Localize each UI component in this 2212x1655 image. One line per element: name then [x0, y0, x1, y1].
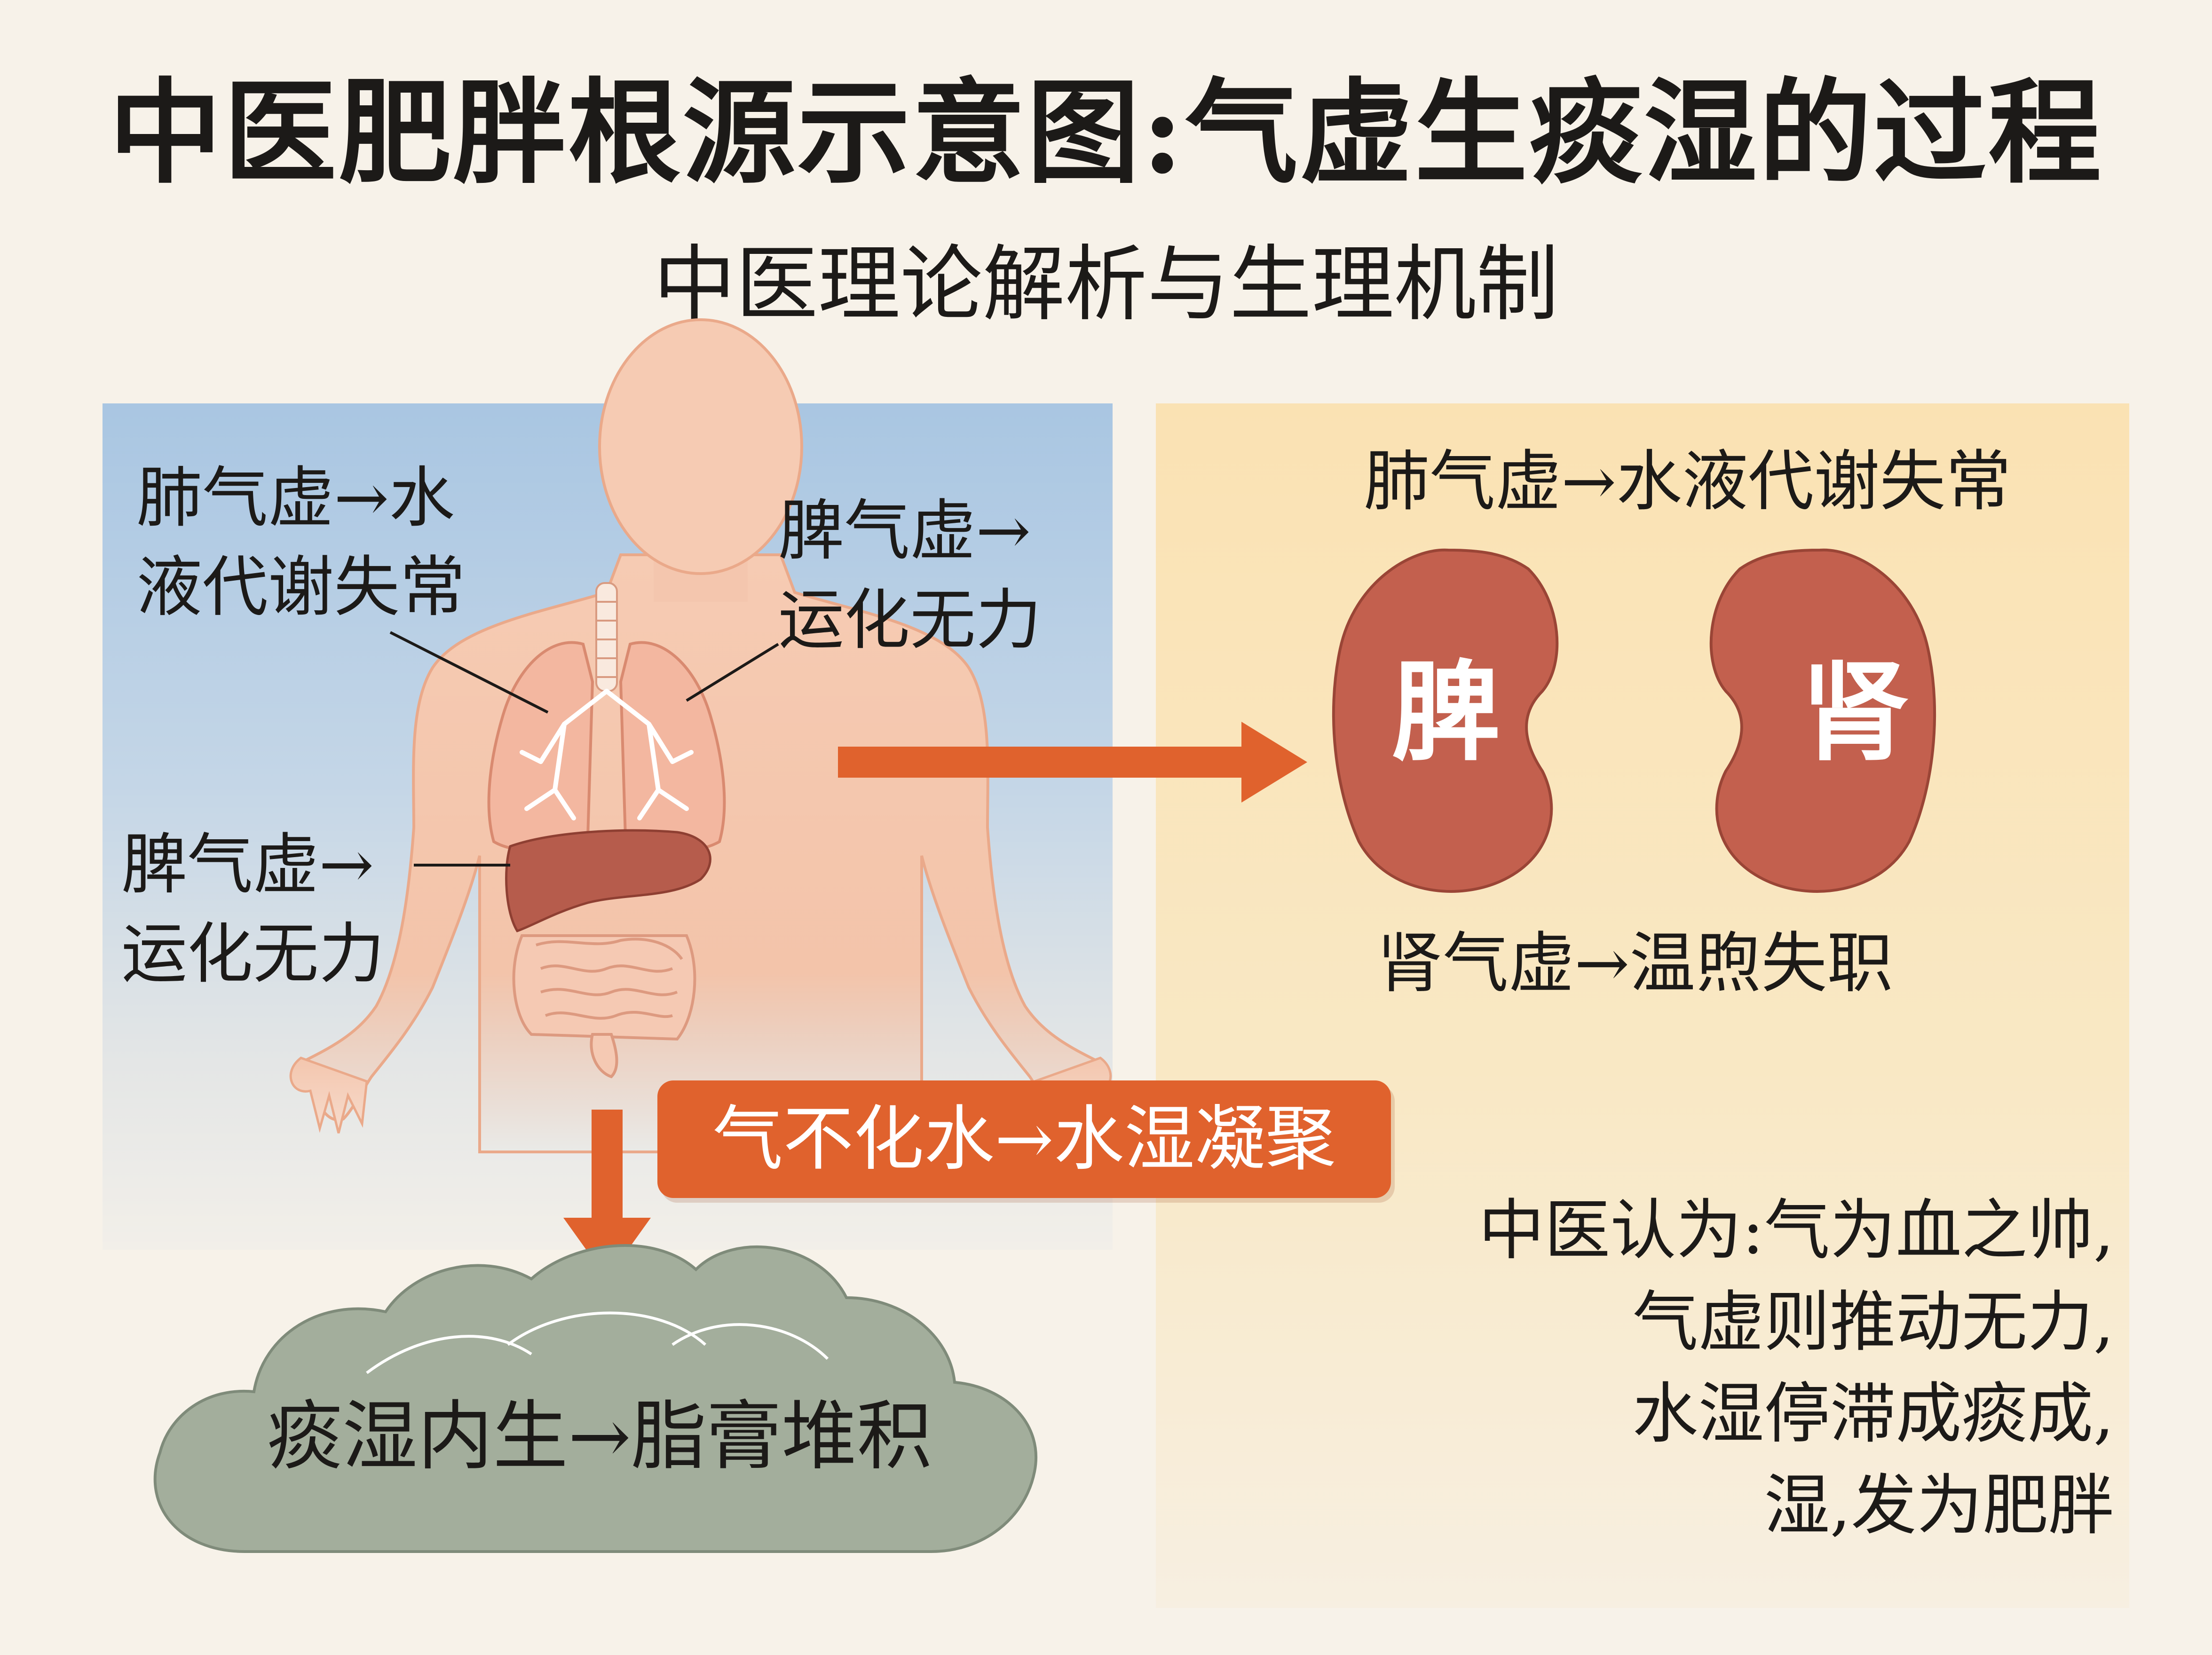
spleen-left-label-line1: 脾气虚→	[121, 827, 374, 903]
lung-label-line2: 液代谢失常	[136, 549, 466, 626]
right-panel-background	[1156, 403, 2129, 1608]
kidney-left-label: 脾	[1392, 649, 1501, 776]
right-top-label: 肺气虚→水液代谢失常	[1364, 443, 2012, 520]
note-line-2: 气虚则推动无力,	[1632, 1284, 2114, 1361]
leader-line-lung	[389, 631, 549, 714]
kidney-left-shape	[1332, 548, 1559, 893]
lung-label-line1: 肺气虚→水	[136, 460, 455, 536]
head	[598, 318, 803, 575]
kidney-right-shape	[1709, 548, 1936, 893]
cloud-label: 痰湿内生→脂膏堆积	[267, 1392, 932, 1480]
tcm-note: 中医认为:气为血之帅, 气虚则推动无力, 水湿停滞成痰成, 湿,发为肥胖	[1478, 1185, 2114, 1552]
leader-line-spleen-top	[686, 643, 779, 702]
kidney-right-label: 肾	[1801, 649, 1910, 776]
page-subtitle: 中医理论解析与生理机制	[653, 237, 1559, 332]
note-line-1: 中医认为:气为血之帅,	[1478, 1192, 2114, 1269]
bronchi	[520, 689, 694, 820]
cloud-shape	[153, 1244, 1038, 1553]
right-arrow-icon	[838, 722, 1307, 803]
spleen-top-label-line2: 运化无力	[778, 582, 1042, 659]
spleen-left-label-line2: 运化无力	[121, 916, 385, 993]
liver	[505, 829, 711, 932]
trachea	[595, 582, 618, 692]
leader-lines	[389, 631, 779, 867]
process-banner: 气不化水→水湿凝聚	[657, 1080, 1391, 1198]
right-bottom-label: 肾气虚→温煦失职	[1377, 925, 1893, 1002]
spleen-top-label-line1: 脾气虚→	[778, 493, 1031, 569]
intestines	[512, 934, 696, 1079]
note-line-3: 水湿停滞成痰成,	[1632, 1376, 2114, 1452]
page-title: 中医肥胖根源示意图:气虚生痰湿的过程	[109, 66, 2103, 199]
note-line-4: 湿,发为肥胖	[1764, 1467, 2114, 1544]
left-hand	[289, 1056, 368, 1134]
